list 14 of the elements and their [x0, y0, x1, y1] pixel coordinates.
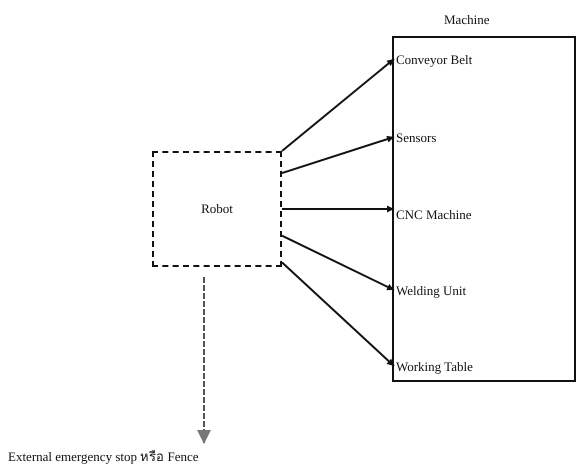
box-heading: Machine	[444, 12, 490, 28]
component-label: CNC Machine	[396, 207, 506, 225]
arrow	[281, 58, 395, 152]
arrow	[282, 234, 394, 291]
arrow	[282, 136, 394, 174]
component-label: Welding Unit	[396, 283, 506, 301]
component-label: Sensors	[396, 130, 506, 148]
arrow	[197, 277, 211, 444]
component-label: Working Table	[396, 359, 506, 377]
arrow	[281, 262, 395, 367]
robot-box: Robot	[152, 151, 282, 267]
component-label: Conveyor Belt	[396, 52, 506, 70]
arrow	[282, 206, 394, 212]
node-label: External emergency stop หรือ Fence	[8, 446, 308, 464]
